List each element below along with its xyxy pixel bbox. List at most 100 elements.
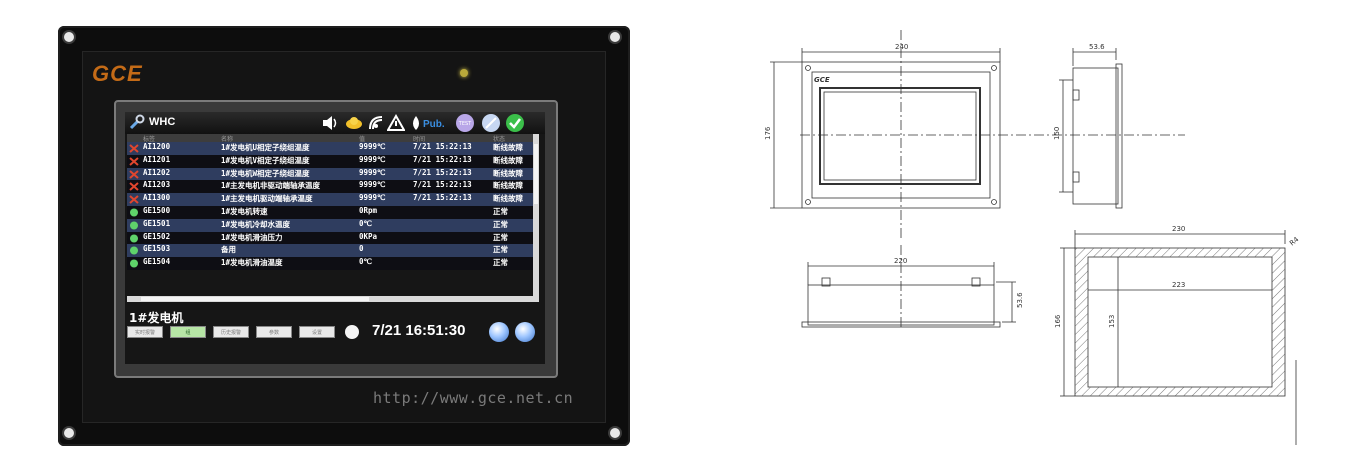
- column-header[interactable]: 值: [359, 136, 366, 143]
- dimension-drawings: GCE 240 176 150 53.6 220 53.6 230 223 16…: [764, 30, 1301, 445]
- cell-name: 1#发电机V相定子绕组温度: [221, 155, 310, 165]
- website-url: http://www.gce.net.cn: [373, 389, 574, 407]
- alarm-cross-icon: [129, 195, 139, 204]
- settings-button[interactable]: 设置: [299, 326, 335, 338]
- dimension-label: 150: [1053, 127, 1061, 140]
- silence-icon[interactable]: [481, 113, 501, 133]
- ok-circle-icon: [130, 221, 138, 230]
- cell-time: 7/21 15:22:13: [413, 167, 472, 177]
- dimension-label: 240: [895, 43, 908, 51]
- group-button[interactable]: 组: [170, 326, 206, 338]
- pub-label: Pub.: [423, 119, 445, 130]
- cell-status: 断线故障: [493, 168, 523, 178]
- status-indicator: [345, 325, 359, 339]
- alarm-cross-icon: [129, 169, 139, 179]
- ok-circle-icon: [130, 234, 138, 243]
- dimension-label: 223: [1172, 281, 1185, 289]
- cell-tag: GE1503: [143, 244, 171, 254]
- panel-cutout-outline: [1074, 247, 1286, 397]
- next-page-icon[interactable]: [515, 322, 535, 342]
- cell-status: 断线故障: [493, 194, 523, 204]
- alarm-cross-icon: [129, 157, 139, 166]
- cell-tag: GE1504: [143, 257, 171, 267]
- brand-logo: GCE: [92, 61, 143, 86]
- engineer-alarm-icon[interactable]: [345, 114, 363, 132]
- cell-name: 1#发电机转速: [221, 206, 268, 216]
- dimension-label: 53.6: [1016, 292, 1024, 308]
- cell-tag: GE1502: [143, 231, 171, 241]
- column-header[interactable]: 标签: [143, 136, 156, 143]
- dimension-label: 53.6: [1089, 43, 1105, 51]
- cutout-hatching: [1075, 248, 1285, 396]
- scroll-thumb[interactable]: [141, 297, 369, 301]
- alarm-cross-icon: [129, 144, 139, 153]
- hmi-device-panel: GCE WHC: [58, 26, 630, 446]
- history-alarm-button[interactable]: 历史报警: [213, 326, 249, 338]
- table-header: 标签 名称 值 时间 状态: [127, 134, 539, 143]
- cell-value: 9999℃: [359, 193, 386, 203]
- table-row[interactable]: GE1503 备用 0 正常: [127, 244, 539, 258]
- cell-status: 正常: [493, 206, 508, 216]
- cell-value: 0KPa: [359, 231, 378, 241]
- scroll-thumb[interactable]: [534, 144, 538, 204]
- warning-icon[interactable]: [387, 114, 405, 132]
- acknowledge-check-icon[interactable]: [505, 113, 525, 133]
- generator-label: 1#发电机: [129, 311, 184, 325]
- cell-time: 7/21 15:22:13: [413, 180, 472, 190]
- cell-name: 1#发电机W相定子绕组温度: [221, 168, 310, 178]
- dimension-label: 166: [1054, 314, 1062, 328]
- cell-tag: GE1500: [143, 205, 171, 215]
- cell-status: 正常: [493, 245, 508, 255]
- cell-status: 正常: [493, 219, 508, 229]
- parameter-button[interactable]: 参数: [256, 326, 292, 338]
- ok-circle-icon: [130, 208, 138, 217]
- horizontal-scrollbar[interactable]: [127, 296, 539, 302]
- cell-name: 1#主发电机非驱动端轴承温度: [221, 181, 321, 191]
- status-led: [460, 69, 468, 77]
- cell-value: 9999℃: [359, 142, 386, 151]
- previous-page-icon[interactable]: [489, 322, 509, 342]
- cell-status: 断线故障: [493, 181, 523, 191]
- cell-value: 0: [359, 244, 364, 254]
- cell-name: 备用: [221, 245, 236, 255]
- cell-name: 1#主发电机驱动端轴承温度: [221, 194, 313, 204]
- cell-value: 9999℃: [359, 167, 386, 177]
- signal-icon[interactable]: [367, 114, 385, 132]
- cell-status: 正常: [493, 258, 508, 268]
- screw-icon: [610, 428, 620, 438]
- cell-value: 0℃: [359, 257, 372, 267]
- dimension-label: 153: [1108, 315, 1116, 328]
- clock-display: 7/21 16:51:30: [372, 322, 466, 339]
- screen-frame: WHC Pub. TEST: [114, 100, 558, 378]
- vertical-scrollbar[interactable]: [533, 134, 539, 296]
- cell-tag: AI1200: [143, 142, 171, 151]
- column-header[interactable]: 名称: [221, 136, 234, 143]
- column-header[interactable]: 状态: [493, 136, 506, 143]
- hmi-screen: WHC Pub. TEST: [125, 112, 545, 364]
- column-header[interactable]: 时间: [413, 136, 426, 143]
- cell-name: 1#发电机冷却水温度: [221, 219, 291, 229]
- cell-time: 7/21 15:22:13: [413, 193, 472, 203]
- cell-time: 7/21 15:22:13: [413, 142, 472, 151]
- cell-value: 9999℃: [359, 180, 386, 190]
- screw-icon: [64, 32, 74, 42]
- dimension-label: 220: [894, 257, 907, 265]
- drop-icon[interactable]: [407, 114, 425, 132]
- speaker-icon[interactable]: [321, 114, 339, 132]
- realtime-alarm-button[interactable]: 实时报警: [127, 326, 163, 338]
- alarm-cross-icon: [129, 182, 139, 192]
- cell-value: 0℃: [359, 218, 372, 228]
- dimension-label: 176: [764, 126, 772, 140]
- test-button-icon[interactable]: TEST: [455, 113, 475, 133]
